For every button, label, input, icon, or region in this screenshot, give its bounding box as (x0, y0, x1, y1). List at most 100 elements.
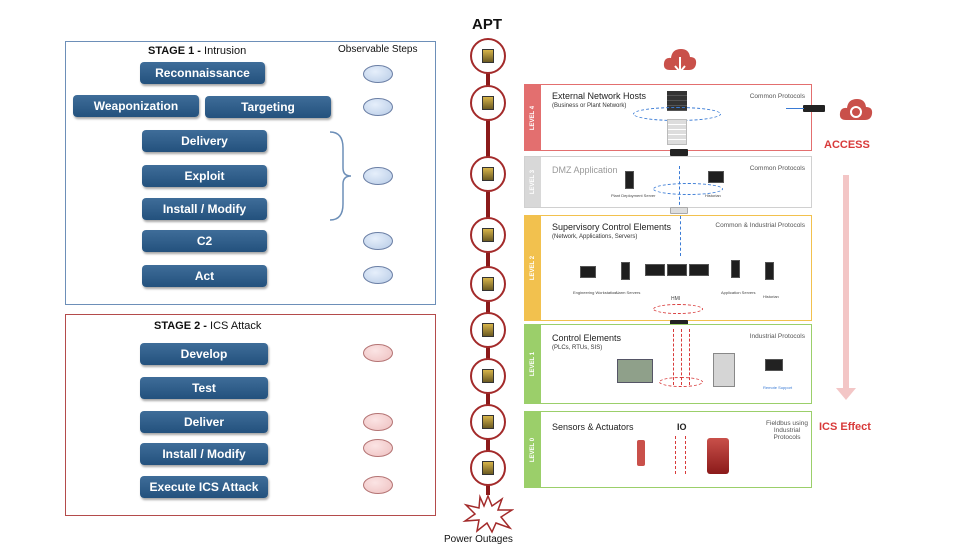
level-1-protocol: Industrial Protocols (749, 333, 805, 340)
level-4-title: External Network Hosts (552, 91, 647, 101)
io-link (685, 436, 686, 474)
device-label: Remote Support (763, 385, 793, 390)
plc-icon (617, 359, 653, 383)
observable-oval (363, 167, 393, 185)
cloud-download-icon (663, 49, 697, 74)
observable-steps-label: Observable Steps (338, 44, 418, 55)
observable-oval (363, 439, 393, 457)
apt-node (470, 404, 506, 440)
apt-node (470, 38, 506, 74)
hmi-icon (667, 264, 687, 276)
observable-oval (363, 65, 393, 83)
ics-effect-label: ICS Effect (819, 421, 871, 433)
stage1-panel (65, 41, 436, 305)
step-reconnaissance: Reconnaissance (140, 62, 265, 84)
level-1-panel: LEVEL 1 Control Elements (PLCs, RTUs, SI… (524, 324, 812, 404)
network-ellipse (659, 377, 703, 387)
level-0-title: Sensors & Actuators (552, 422, 634, 432)
control-link (681, 329, 682, 385)
apt-node (470, 266, 506, 302)
step-install-modify-2: Install / Modify (140, 443, 268, 465)
step-install-modify: Install / Modify (142, 198, 267, 220)
switch-icon (670, 207, 688, 214)
step-develop: Develop (140, 343, 268, 365)
step-act: Act (142, 265, 267, 287)
step-targeting: Targeting (205, 96, 331, 118)
switch-icon (670, 320, 688, 327)
laptop-icon (765, 359, 783, 371)
level-0-tab: LEVEL 0 (525, 412, 541, 487)
level-3-protocol: Common Protocols (749, 165, 805, 172)
stage2-title: STAGE 2 - ICS Attack (154, 320, 262, 332)
io-link (675, 436, 676, 474)
power-outages-label: Power Outages (444, 534, 513, 545)
access-label: ACCESS (824, 139, 870, 151)
observable-oval (363, 413, 393, 431)
observable-oval (363, 98, 393, 116)
step-delivery: Delivery (142, 130, 267, 152)
level-0-protocol: Fieldbus using Industrial Protocols (766, 420, 808, 441)
device-label: Plant Deployment Server (611, 193, 656, 198)
apt-node (470, 85, 506, 121)
level-1-subtitle: (PLCs, RTUs, SIS) (552, 345, 603, 351)
apt-node (470, 156, 506, 192)
level-2-tab: LEVEL 2 (525, 216, 541, 320)
level-3-panel: LEVEL 3 DMZ Application Common Protocols… (524, 156, 812, 208)
apt-node (470, 450, 506, 486)
device-label: Historian (763, 294, 779, 299)
network-ellipse (653, 304, 703, 314)
level-1-title: Control Elements (552, 333, 622, 343)
server-icon (625, 171, 634, 189)
stage2-panel (65, 314, 436, 516)
level-2-panel: LEVEL 2 Supervisory Control Elements (Ne… (524, 215, 812, 321)
effect-arrow (843, 175, 849, 390)
apt-node (470, 217, 506, 253)
historian-icon (708, 171, 724, 183)
device-label: Alarm Servers (615, 290, 641, 295)
hmi-icon (689, 264, 709, 276)
level-2-subtitle: (Network, Applications, Servers) (552, 234, 638, 240)
workstation-icon (580, 266, 596, 278)
step-exploit: Exploit (142, 165, 267, 187)
observable-oval (363, 266, 393, 284)
control-link (689, 329, 690, 385)
apt-label: APT (472, 16, 502, 33)
level-4-subtitle: (Business or Plant Network) (552, 103, 627, 109)
level-1-tab: LEVEL 1 (525, 325, 541, 403)
actuator-valve-icon (707, 438, 729, 474)
step-deliver: Deliver (140, 411, 268, 433)
control-link (673, 329, 674, 385)
application-server-icon (731, 260, 740, 278)
level-3-tab: LEVEL 3 (525, 157, 541, 207)
stage1-title: STAGE 1 - Intrusion (148, 45, 247, 57)
historian-server-icon (765, 262, 774, 280)
level-3-title: DMZ Application (552, 165, 618, 175)
level-2-title: Supervisory Control Elements (552, 222, 672, 232)
level-4-protocol: Common Protocols (749, 93, 805, 100)
device-label: HMI (671, 296, 681, 302)
level-4-panel: LEVEL 4 External Network Hosts (Business… (524, 84, 812, 151)
access-link (786, 108, 804, 109)
io-label: IO (677, 422, 687, 432)
cloud-gear-icon (839, 99, 873, 120)
step-execute-ics-attack: Execute ICS Attack (140, 476, 268, 498)
step-test: Test (140, 377, 268, 399)
alarm-server-icon (621, 262, 630, 280)
observable-oval (363, 232, 393, 250)
apt-node (470, 312, 506, 348)
firewall-icon (667, 91, 687, 111)
sensor-icon (637, 440, 645, 466)
supervisory-link (680, 216, 681, 256)
grouping-brace (329, 131, 352, 221)
level-2-protocol: Common & Industrial Protocols (715, 222, 805, 229)
observable-oval (363, 476, 393, 494)
level-4-tab: LEVEL 4 (525, 85, 541, 150)
apt-node (470, 358, 506, 394)
effect-arrow-head (836, 388, 856, 400)
level-0-panel: LEVEL 0 Sensors & Actuators IO Fieldbus … (524, 411, 812, 488)
explosion-icon (462, 494, 514, 534)
device-label: Application Servers (721, 290, 756, 295)
switch-icon (670, 149, 688, 156)
network-ellipse (653, 183, 723, 195)
rtu-cabinet-icon (713, 353, 735, 387)
